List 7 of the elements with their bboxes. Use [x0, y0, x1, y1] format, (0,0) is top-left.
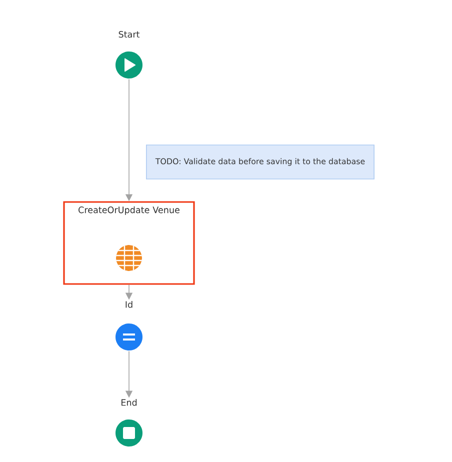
- end-event: End: [116, 399, 142, 446]
- assign-node: Id: [116, 301, 142, 350]
- node-label: End: [122, 399, 137, 406]
- node-label: Start: [118, 31, 140, 38]
- action-box: CreateOrUpdate Venue: [63, 201, 195, 285]
- node-label: Id: [126, 301, 132, 308]
- start-event: Start: [116, 31, 142, 78]
